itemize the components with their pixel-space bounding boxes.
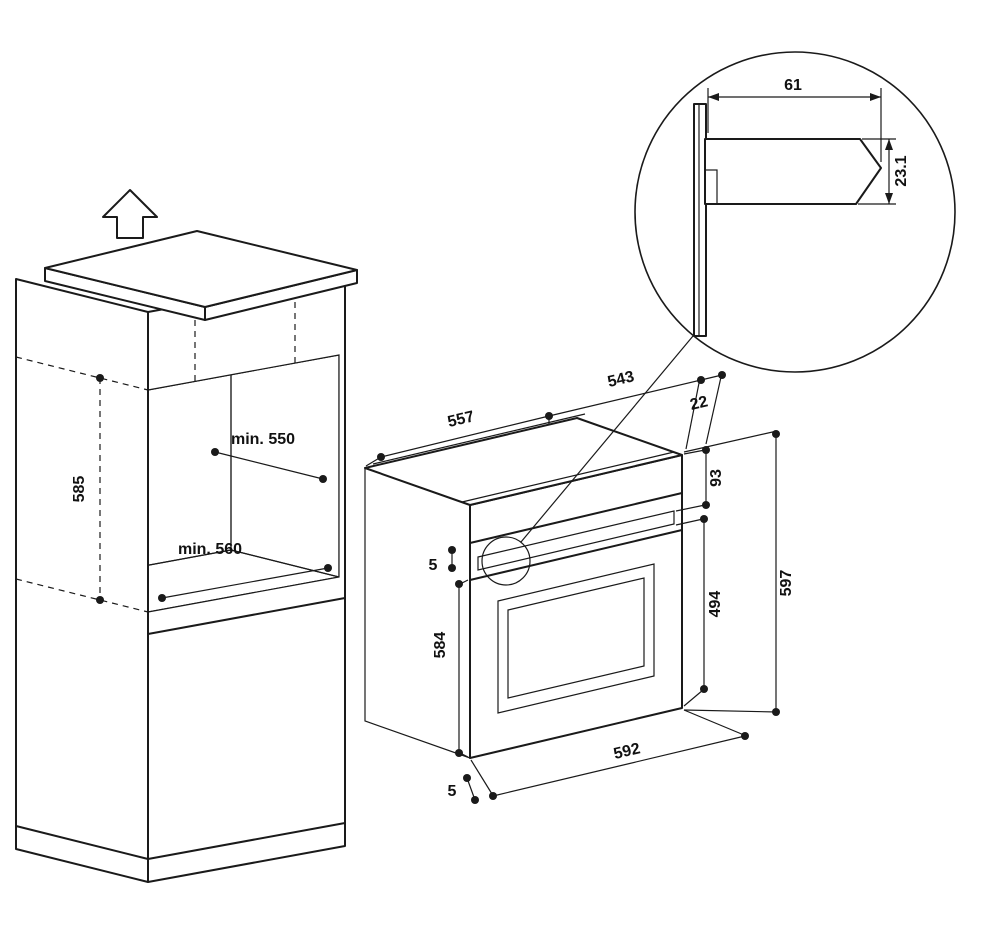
cabinet-front-panel [147,275,346,883]
door-window-inner [507,577,645,699]
handle-detail-callout: 61 23.1 [481,51,956,586]
dim-bottom-gap: 5 [448,774,479,804]
dim-door-height: 494 [675,515,724,707]
oven-top-edge-line [461,451,675,503]
dim-overall-width: 592 [470,709,749,800]
detail-door-panel [693,103,707,337]
cabinet-side-panel [15,278,149,883]
oven-top-panel [364,417,683,506]
plinth-line-front [147,822,346,860]
dimension-label-handle-depth: 23.1 [893,155,910,186]
dimension-label-door-height: 494 [707,591,724,618]
plinth-line-side [15,825,149,860]
oven-handle [477,510,675,571]
dim-handle-width: 61 [707,77,882,162]
door-window-outer [497,563,655,714]
dimension-label-body-height: 584 [432,632,449,659]
dimension-label-top-gap: 22 [688,393,709,414]
dimension-label-front-gap: 5 [429,557,438,574]
dim-niche-depth: min. 550 [211,431,327,483]
dim-panel-height: 93 [675,446,725,512]
oven [364,413,683,759]
oven-dimensions: 557 543 22 93 494 [365,368,795,804]
cabinet: 585 min. 550 min. 560 [15,189,358,883]
dimension-label-overall-width: 592 [612,740,642,763]
dimension-label-bottom-gap: 5 [448,783,457,800]
door-top-line [469,529,683,581]
detail-circle [634,51,956,373]
dimension-label-overall-height: 597 [778,570,795,597]
dim-front-gap: 5 [429,546,456,574]
dimension-label-top-rear: 543 [606,368,636,391]
detail-handle-mount [704,169,718,205]
dim-niche-width: min. 560 [158,541,332,602]
dimension-label-panel-height: 93 [708,469,725,487]
dim-handle-depth: 23.1 [858,138,910,205]
lower-door-line [147,597,346,635]
dimension-label-top-depth: 557 [446,408,476,431]
detail-handle-profile [704,138,882,205]
dimension-label-niche-width: min. 560 [178,541,242,558]
control-panel-line [469,492,683,544]
extraction-arrow-icon [102,189,158,239]
worktop-slab [44,230,358,321]
dimension-label-niche-height: 585 [71,476,88,503]
dim-overall-height: 597 [683,430,795,716]
dimension-label-handle-width: 61 [784,77,802,94]
callout-source-circle [481,536,531,586]
dim-niche-height: 585 [71,374,104,604]
oven-top-back-ridge [372,413,586,465]
dim-top-depths: 557 543 22 [365,368,726,467]
dimension-label-niche-depth: min. 550 [231,431,295,448]
callout-leader-line [520,335,694,543]
oven-side-panel [364,467,471,759]
niche-opening-frame [147,354,340,613]
dim-body-height: 584 [432,579,469,758]
